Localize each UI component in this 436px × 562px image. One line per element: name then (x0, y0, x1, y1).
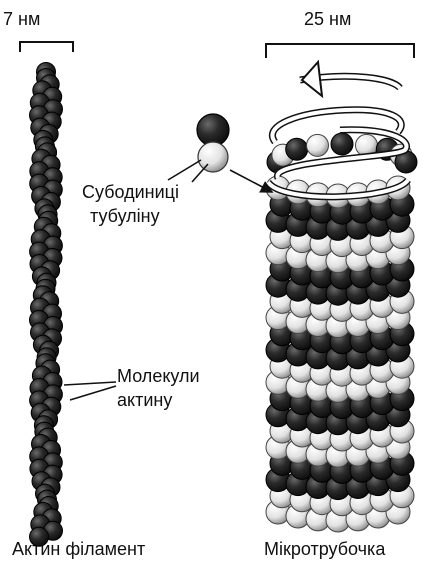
actin-pointer-lines (63, 381, 117, 401)
tubulin-label-line2: тубуліну (90, 206, 160, 226)
tubulin-light-subunit (306, 133, 329, 157)
microtubule-width-label: 25 нм (304, 9, 352, 29)
tubulin-label-line1: Субодиниці (82, 182, 179, 202)
actin-width-bracket (19, 41, 74, 52)
helix-arrowhead (300, 59, 324, 99)
actin-filament (29, 62, 63, 547)
microtubule-width-bracket (265, 43, 415, 58)
tubulin-pointer-lines (167, 159, 274, 193)
actin-molecule (29, 526, 49, 547)
actin-molecules-label-line1: Молекули (117, 366, 200, 386)
tubulin-dark-subunit (196, 113, 230, 147)
actin-molecules-label-line2: актину (117, 390, 173, 410)
microtubule-caption: Мікротрубочка (264, 539, 386, 559)
tubulin-dark-subunit (285, 137, 309, 161)
tubulin-dark-subunit (330, 132, 354, 156)
tubulin-light-subunit (197, 141, 229, 173)
actin-width-label: 7 нм (3, 9, 41, 29)
helix-arrow (265, 59, 411, 201)
